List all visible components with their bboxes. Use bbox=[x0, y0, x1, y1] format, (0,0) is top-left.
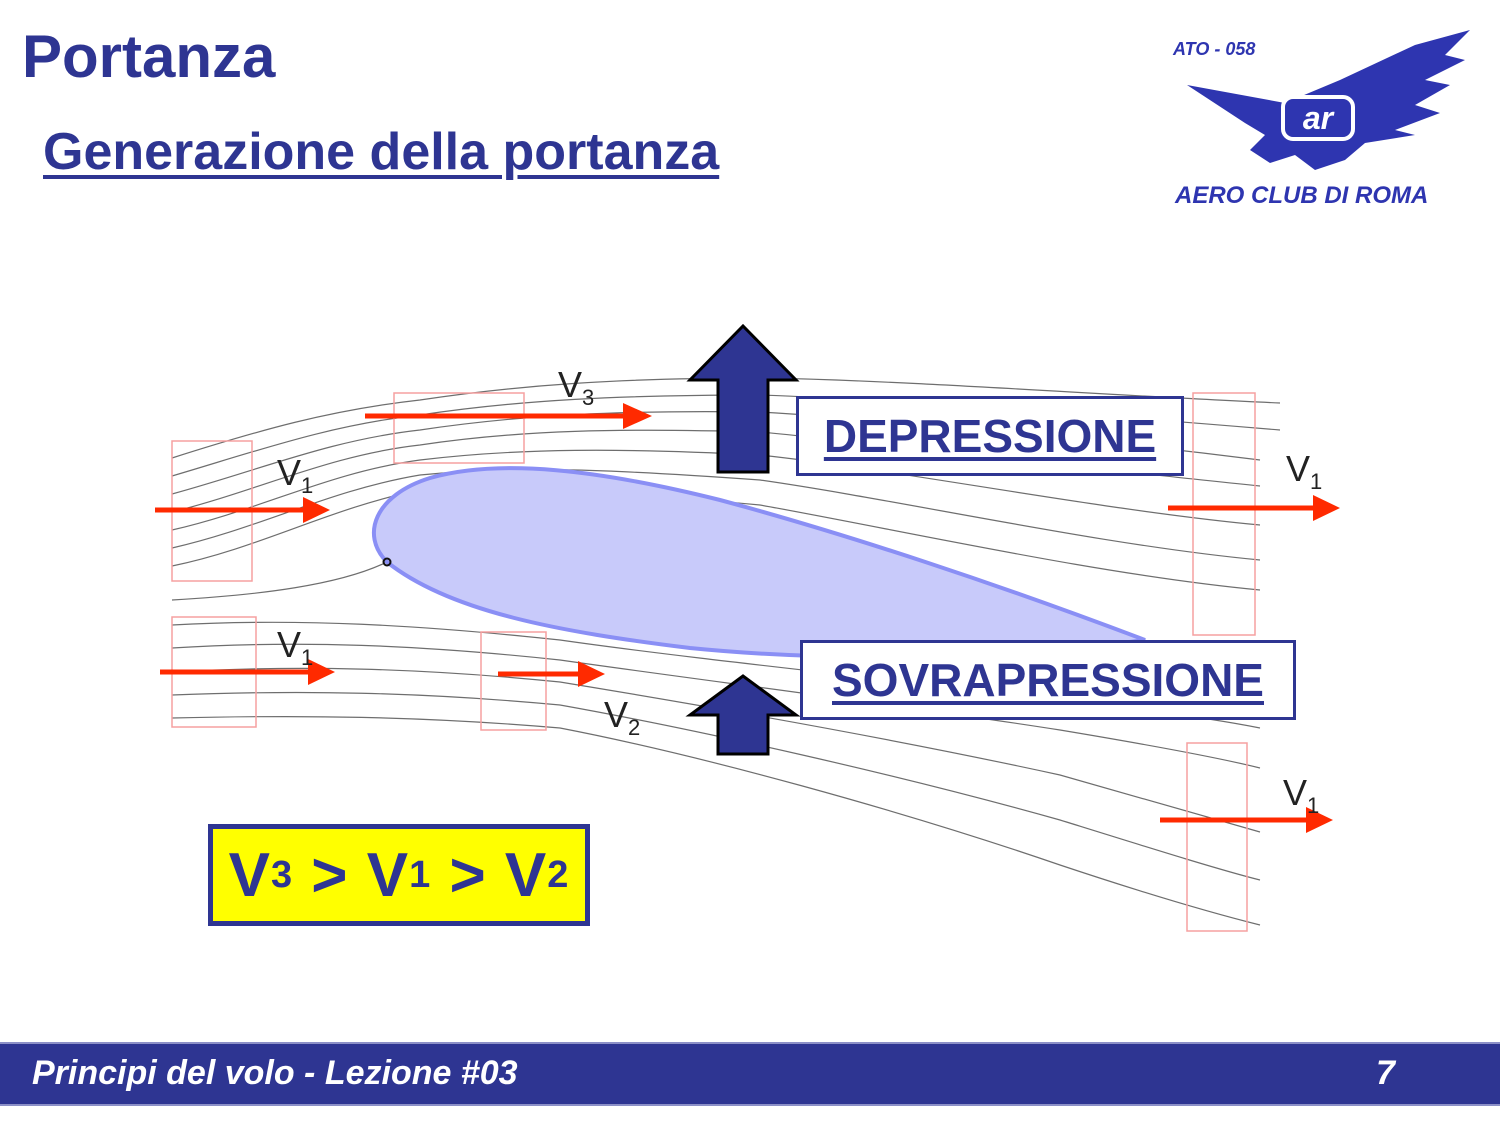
arrow-right-icon bbox=[160, 659, 335, 685]
arrow-right-icon bbox=[1160, 807, 1333, 833]
overpressure-label: SOVRAPRESSIONE bbox=[800, 640, 1296, 720]
slide-title: Portanza bbox=[22, 23, 276, 90]
logo-code: ATO - 058 bbox=[1172, 39, 1255, 59]
arrow-right-icon bbox=[1168, 495, 1340, 521]
arrow-right-icon bbox=[155, 497, 330, 523]
velocity-label-v1: V1 bbox=[277, 452, 314, 499]
eagle-icon: ar bbox=[1187, 30, 1470, 170]
velocity-label-v1: V1 bbox=[277, 624, 314, 671]
footer-bar: Principi del volo - Lezione #03 7 bbox=[0, 1042, 1500, 1106]
airfoil-streamline-diagram bbox=[155, 323, 1340, 932]
slide-subtitle: Generazione della portanza bbox=[43, 123, 720, 181]
course-title: Principi del volo - Lezione #03 bbox=[32, 1054, 518, 1092]
velocity-label-v1: V1 bbox=[1283, 772, 1320, 819]
stagnation-point bbox=[382, 557, 392, 567]
arrow-up-icon bbox=[686, 323, 800, 474]
velocity-arrows bbox=[155, 403, 1340, 833]
logo-name: AERO CLUB DI ROMA bbox=[1174, 182, 1428, 209]
velocity-label-v2: V2 bbox=[604, 694, 641, 741]
velocity-label-v1: V1 bbox=[1286, 448, 1323, 495]
page-number: 7 bbox=[1376, 1054, 1395, 1092]
arrow-up-icon bbox=[685, 674, 801, 756]
pressure-arrows bbox=[685, 323, 801, 756]
velocity-label-v3: V3 bbox=[558, 364, 595, 411]
depression-label: DEPRESSIONE bbox=[796, 396, 1184, 476]
arrow-right-icon bbox=[498, 661, 605, 687]
arrow-right-icon bbox=[365, 403, 652, 429]
aero-club-logo: ATO - 058 ar AERO CLUB DI ROMA bbox=[1172, 30, 1470, 209]
logo-monogram: ar bbox=[1303, 100, 1335, 136]
airfoil bbox=[371, 466, 1146, 660]
